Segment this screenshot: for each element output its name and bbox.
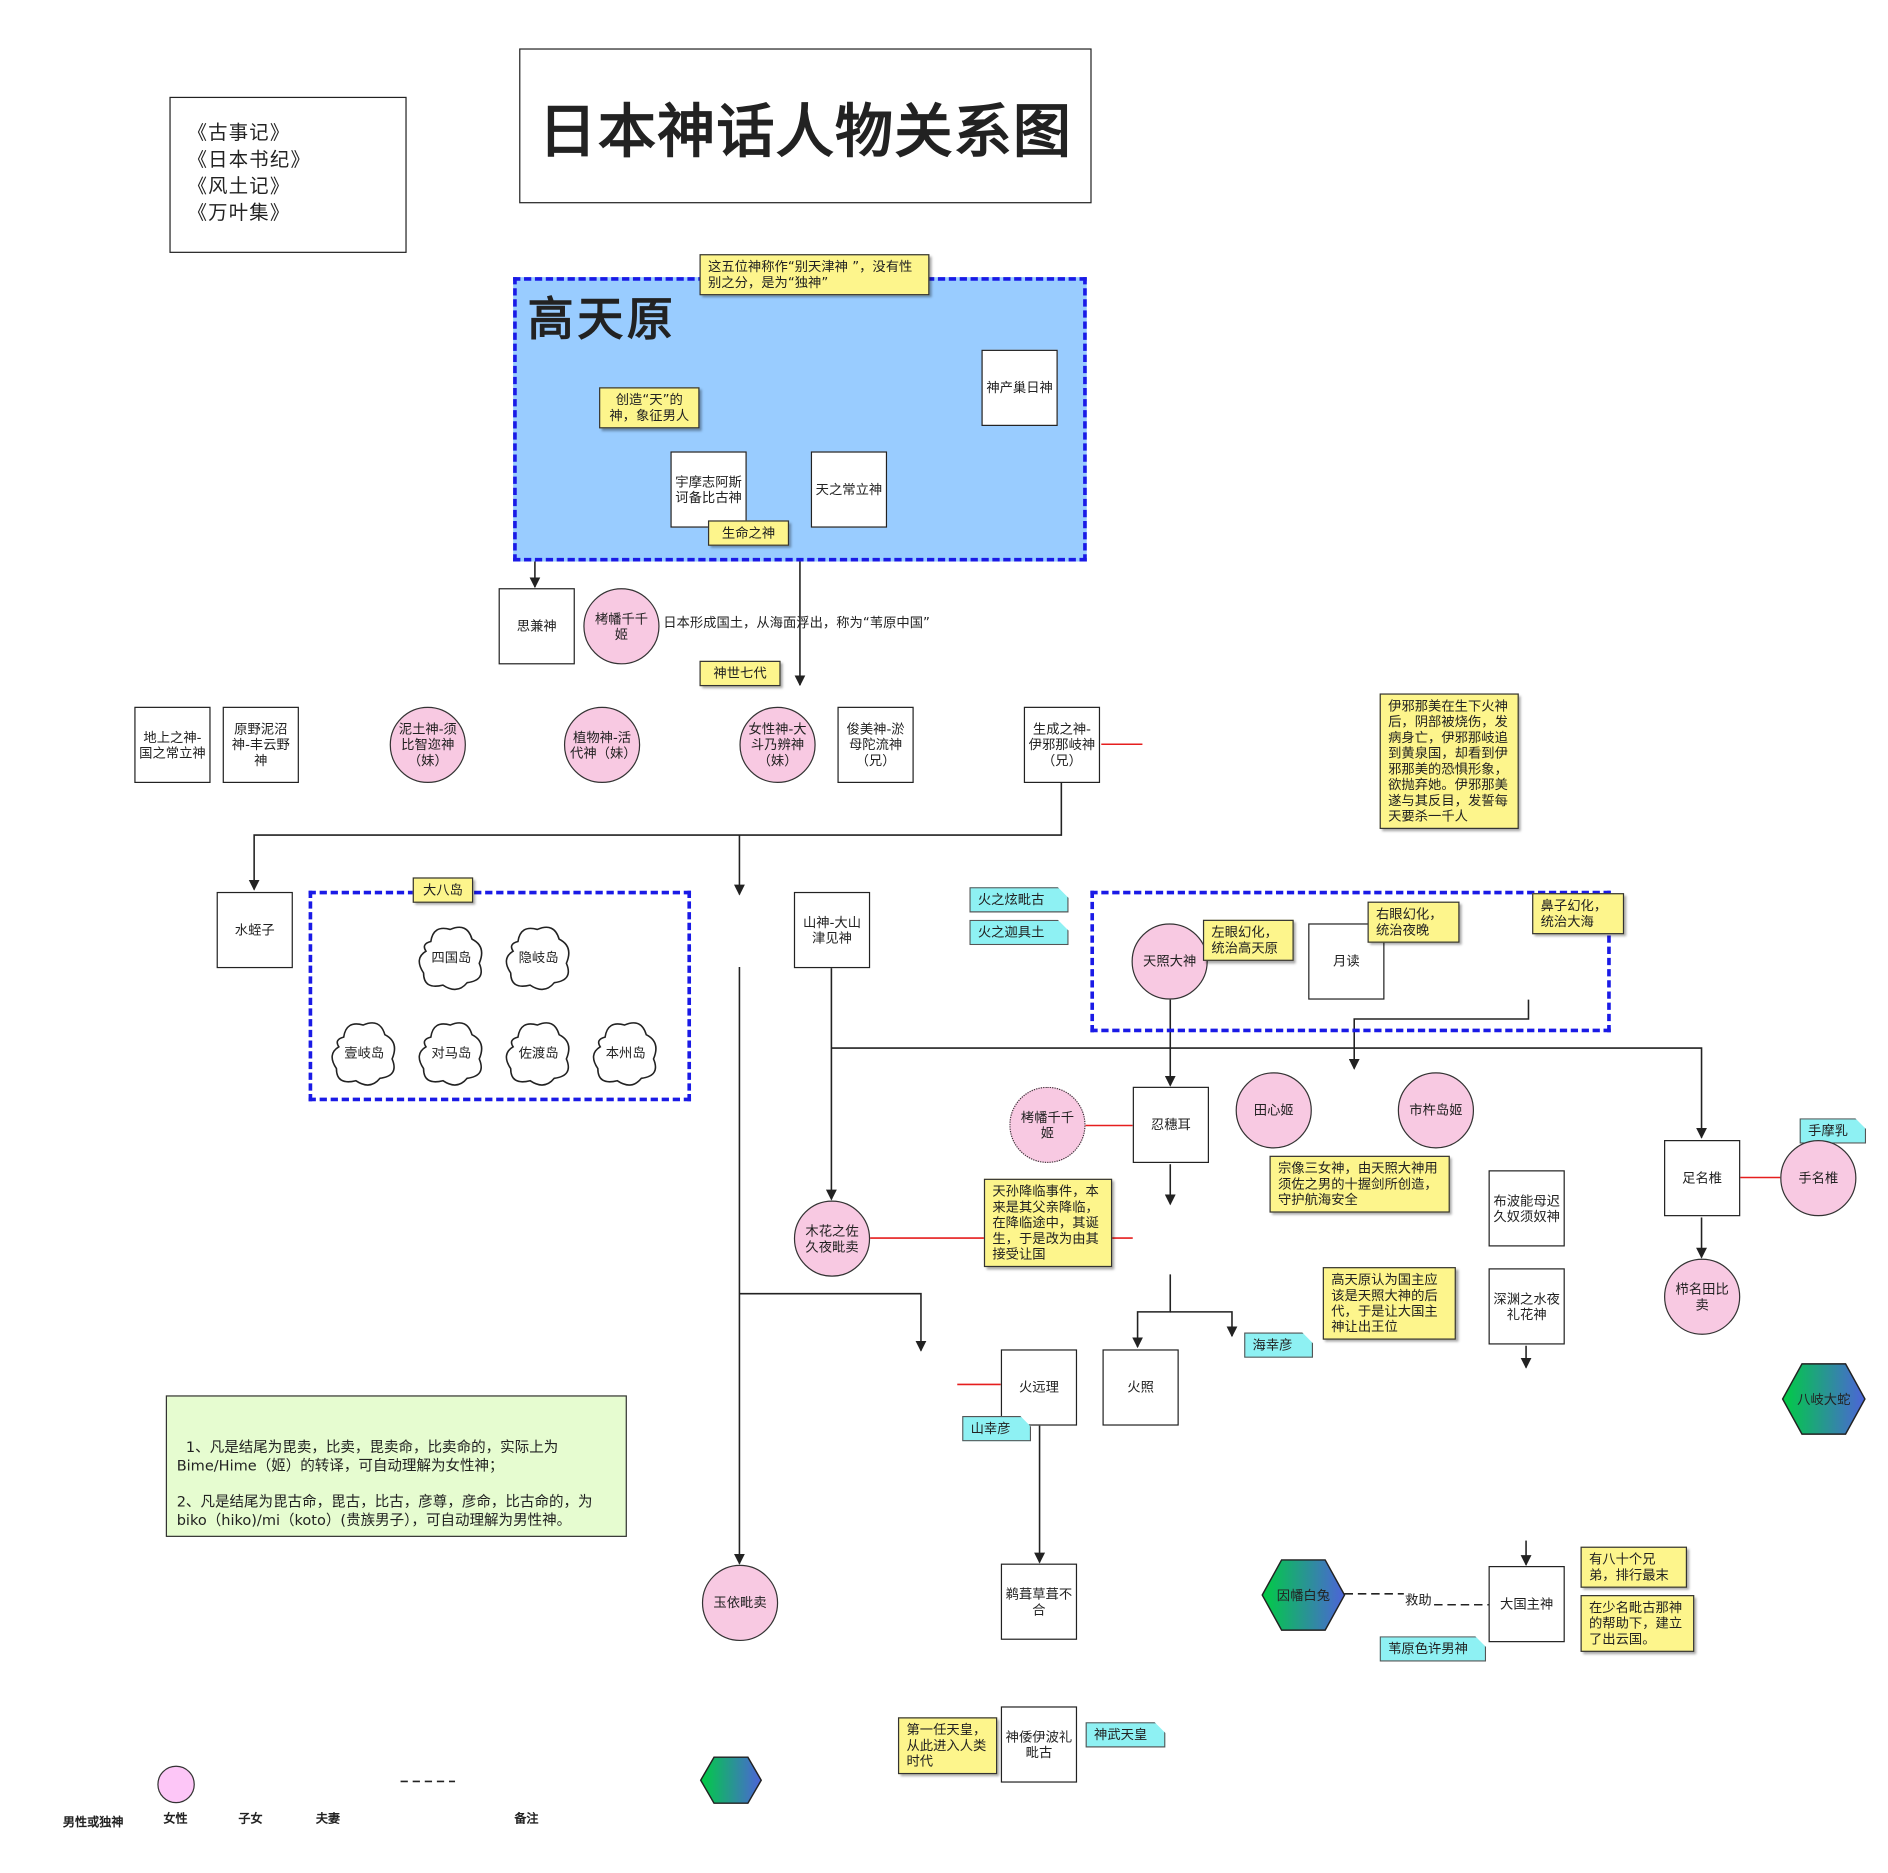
node-konohana[interactable]: 木花之佐久夜毗卖 <box>793 1200 871 1277</box>
node-fuha[interactable]: 布波能母迟久奴须奴神 <box>1488 1170 1565 1247</box>
island-label: 本州岛 <box>605 1045 646 1062</box>
island-label: 佐渡岛 <box>518 1045 559 1062</box>
note-izanami: 伊邪那美在生下火神后，阴部被烧伤，发病身亡，伊邪那岐追到黄泉国，却看到伊邪那美的… <box>1379 693 1519 829</box>
node-takuhata-mid[interactable]: 栲幡千千姬 <box>1009 1086 1086 1164</box>
note-nose: 鼻子幻化，统治大海 <box>1532 893 1625 935</box>
note-eight-islands: 大八岛 <box>412 877 474 903</box>
tag-kagutsuchi: 火之迦具土 <box>969 920 1068 945</box>
node-oyamatsumi[interactable]: 山神-大山津见神 <box>793 891 871 969</box>
node-hoori[interactable]: 火远理 <box>1000 1349 1078 1426</box>
region-label: 高天原 <box>527 291 677 347</box>
source-item: 《日本书纪》 <box>187 147 312 171</box>
cloud-shape-icon <box>505 1022 570 1086</box>
node-omoikane[interactable]: 思兼神 <box>498 588 575 665</box>
node-hoderi[interactable]: 火照 <box>1102 1349 1179 1426</box>
note-munakata: 宗像三女神，由天照大神用须佐之男的十握剑所创造，守护航海安全 <box>1269 1155 1450 1213</box>
tag-yamasachi: 山幸彦 <box>962 1416 1031 1441</box>
node-jimmu[interactable]: 神倭伊波礼毗古 <box>1000 1706 1078 1783</box>
cloud-shape-icon <box>418 1022 483 1086</box>
cloud-shape-icon <box>418 926 483 991</box>
island-label: 隐岐岛 <box>518 950 559 966</box>
cloud-shape-icon <box>505 926 570 991</box>
hexagon-shape-icon <box>1781 1363 1866 1435</box>
node-oshihomimi[interactable]: 忍穗耳 <box>1132 1086 1209 1164</box>
island-label: 对马岛 <box>431 1045 472 1062</box>
node-kuninotokotachi[interactable]: 地上之神-国之常立神 <box>134 706 211 783</box>
rule-text: 1、凡是结尾为毘卖，比卖，毘卖命，比卖命的，实际上为Bime/Hime（姬）的转… <box>176 1438 593 1529</box>
node-takiri[interactable]: 田心姬 <box>1235 1072 1312 1149</box>
source-item: 《万叶集》 <box>187 200 291 224</box>
hexagon-shape-icon <box>1261 1559 1346 1631</box>
legend-spouse-dash-icon <box>400 1780 456 1783</box>
legend-male: 男性或独神 <box>62 1816 124 1830</box>
legend-spouse: 夫妻 <box>315 1812 341 1827</box>
node-tenazuchi[interactable]: 手名椎 <box>1780 1140 1857 1217</box>
node-hiruko[interactable]: 水蛭子 <box>216 891 293 969</box>
title-box: 日本神话人物关系图 <box>519 48 1092 204</box>
hare-label: 因幡白兔 <box>1276 1587 1331 1604</box>
hexagon-shape-icon <box>699 1756 763 1804</box>
node-fukabuchi[interactable]: 深渊之水夜礼花神 <box>1488 1268 1565 1345</box>
note-izumo: 在少名毗古那神的帮助下，建立了出云国。 <box>1580 1595 1695 1652</box>
legend-female: 女性 <box>163 1812 188 1827</box>
island-oki[interactable]: 隐岐岛 <box>501 920 576 995</box>
node-kamimusuhi[interactable]: 神产巢日神 <box>981 349 1058 426</box>
node-tamayori[interactable]: 玉依毗卖 <box>701 1564 779 1642</box>
note-create-heaven: 创造“天”的神，象征男人 <box>599 387 700 429</box>
label-land-formation: 日本形成国土，从海面浮出，称为“苇原中国” <box>663 614 930 631</box>
node-umashi[interactable]: 宇摩志阿斯诃备比古神 <box>670 451 747 528</box>
node-kushinada[interactable]: 栉名田比卖 <box>1664 1258 1741 1335</box>
note-life-god: 生命之神 <box>707 520 790 546</box>
node-omodaru[interactable]: 俊美神-淤母陀流神（兄） <box>837 706 914 783</box>
orochi-label: 八岐大蛇 <box>1797 1391 1851 1408</box>
island-label: 四国岛 <box>431 950 472 966</box>
node-izanagi[interactable]: 生成之神-伊邪那岐神（兄） <box>1023 706 1101 783</box>
island-tsushima[interactable]: 对马岛 <box>414 1015 489 1090</box>
note-tenson: 天孙降临事件，本来是其父亲降临，在降临途中，其诞生，于是改为由其接受让国 <box>983 1178 1113 1268</box>
node-okuninushi[interactable]: 大国主神 <box>1488 1565 1565 1643</box>
cloud-shape-icon <box>592 1022 657 1086</box>
node-ugaya[interactable]: 鹈葺草葺不合 <box>1000 1563 1078 1640</box>
label-rescue: 救助 <box>1405 1592 1432 1609</box>
source-item: 《风土记》 <box>187 174 291 198</box>
legend-children: 子女 <box>238 1812 263 1827</box>
node-ikugui[interactable]: 植物神-活代神（妹） <box>563 706 641 783</box>
tag-hinoyagi: 火之炫毗古 <box>969 887 1068 912</box>
node-ashinazuchi[interactable]: 足名椎 <box>1664 1140 1741 1217</box>
note-five-gods: 这五位神称作“别天津神 ”，没有性别之分，是为“独神” <box>699 254 930 296</box>
island-sado[interactable]: 佐渡岛 <box>501 1015 576 1090</box>
node-otonobe[interactable]: 女性神-大斗乃辨神（妹） <box>739 706 816 783</box>
node-amenotokotachi[interactable]: 天之常立神 <box>810 451 888 528</box>
legend-note: 备注 <box>514 1812 539 1827</box>
cloud-shape-icon <box>331 1022 396 1086</box>
note-first-emperor: 第一任天皇，从此进入人类时代 <box>897 1717 998 1775</box>
note-left-eye: 左眼幻化，统治高天原 <box>1202 919 1294 961</box>
node-ichiki[interactable]: 市杵岛姬 <box>1397 1072 1475 1149</box>
three-nobles-group <box>1090 890 1611 1033</box>
note-right-eye: 右眼幻化，统治夜晚 <box>1367 901 1460 943</box>
tag-ashihara: 苇原色许男神 <box>1380 1636 1486 1661</box>
legend-hexagon <box>699 1756 763 1804</box>
island-label: 壹岐岛 <box>344 1045 385 1062</box>
source-item: 《古事记》 <box>187 121 291 145</box>
legend-female-swatch <box>157 1765 195 1804</box>
eight-islands-group <box>308 890 692 1102</box>
note-kuniyuzuri: 高天原认为国主应该是天照大神的后代，于是让大国主神让出王位 <box>1322 1267 1456 1340</box>
island-shikoku[interactable]: 四国岛 <box>414 920 489 995</box>
sources-box: 《古事记》 《日本书纪》 《风土记》 《万叶集》 <box>169 96 407 253</box>
note-brothers: 有八十个兄弟，排行最末 <box>1580 1546 1688 1588</box>
node-takuhata-top[interactable]: 栲幡千千姬 <box>583 588 660 665</box>
node-amaterasu[interactable]: 天照大神 <box>1131 923 1208 1000</box>
node-inaba-hare[interactable]: 因幡白兔 <box>1261 1559 1346 1632</box>
node-toyokumo[interactable]: 原野泥沼神-丰云野神 <box>222 706 299 783</box>
island-honshu[interactable]: 本州岛 <box>588 1015 663 1090</box>
page-title: 日本神话人物关系图 <box>538 98 1073 166</box>
tag-jimmu: 神武天皇 <box>1086 1722 1166 1747</box>
island-iki[interactable]: 壹岐岛 <box>327 1015 402 1090</box>
node-suhijini[interactable]: 泥土神-须比智迩神（妹） <box>389 706 466 783</box>
node-orochi[interactable]: 八岐大蛇 <box>1781 1363 1866 1436</box>
rule-box: 1、凡是结尾为毘卖，比卖，毘卖命，比卖命的，实际上为Bime/Hime（姬）的转… <box>165 1395 627 1537</box>
tag-umisachi: 海幸彦 <box>1244 1332 1313 1357</box>
note-seven-generations: 神世七代 <box>699 660 781 687</box>
